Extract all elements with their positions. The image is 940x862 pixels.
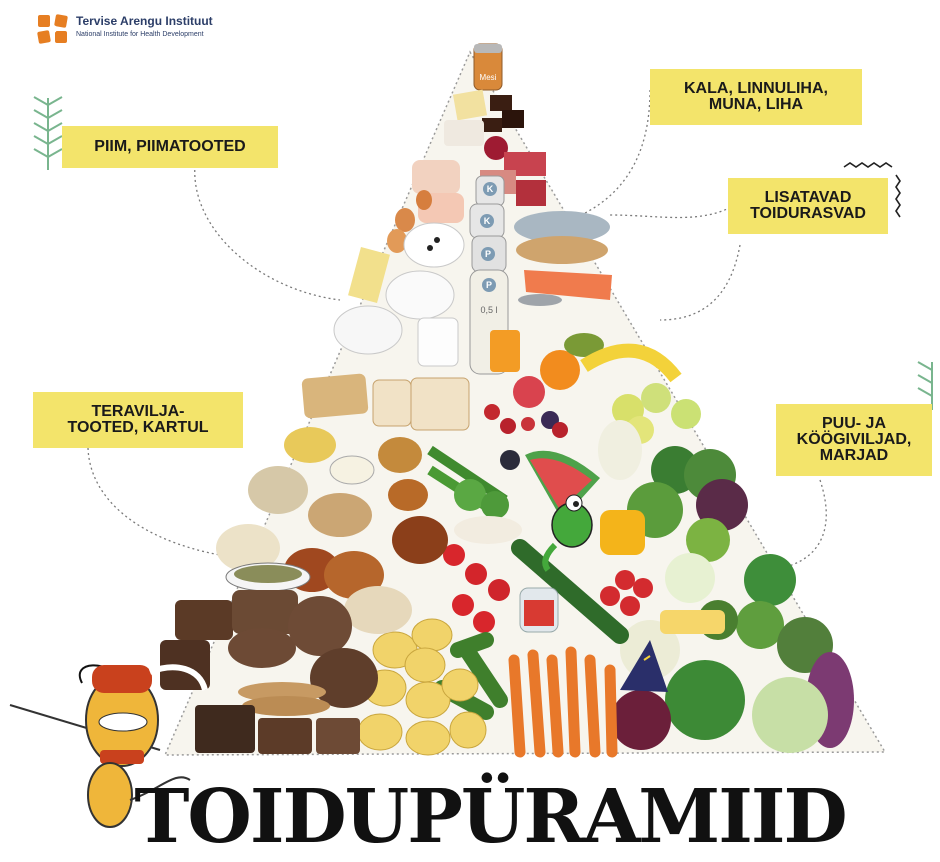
fern-leaf-icon xyxy=(34,97,62,170)
label-protein: KALA, LINNULIHA, MUNA, LIHA xyxy=(650,69,862,125)
bottle-label-4: P xyxy=(486,280,492,290)
honey-jar-label: Mesi xyxy=(480,73,497,82)
page-title: TOIDUPÜRAMIID xyxy=(100,772,880,862)
bottle-volume: 0,5 l xyxy=(480,305,497,315)
label-grains: TERAVILJA- TOOTED, KARTUL xyxy=(33,392,243,448)
bottle-label-3: P xyxy=(485,249,491,259)
fern-leaf-right-icon xyxy=(918,362,932,410)
label-fats: LISATAVAD TOIDURASVAD xyxy=(728,178,888,234)
bottle-label-2: K xyxy=(484,216,491,226)
bottle-label-1: K xyxy=(487,184,494,194)
label-produce: PUU- JA KÖÖGIVILJAD, MARJAD xyxy=(776,404,932,476)
label-dairy: PIIM, PIIMATOOTED xyxy=(62,126,278,168)
